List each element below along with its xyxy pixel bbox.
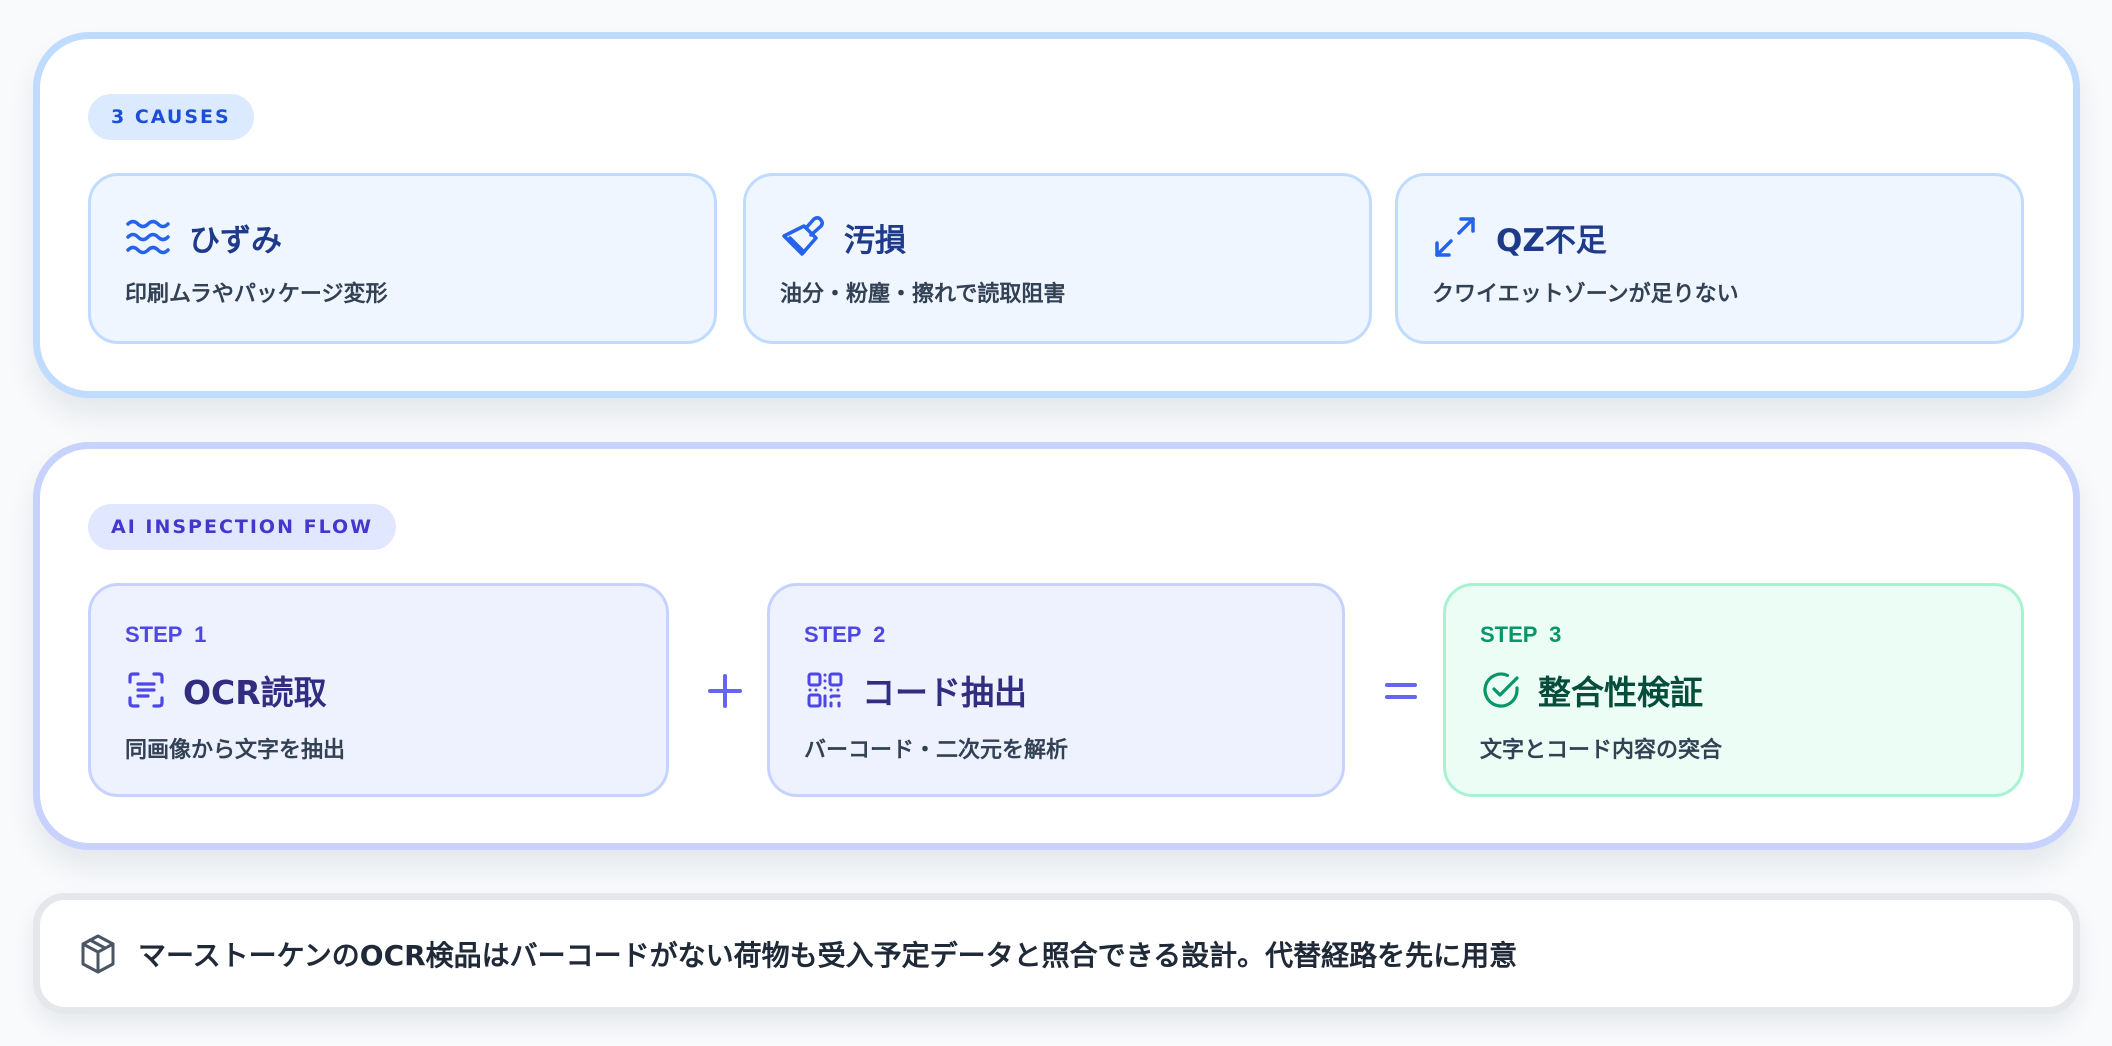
step-label: STEP 2 [804, 622, 886, 647]
cause-card-stain: 汚損 油分・粉塵・擦れで読取阻害 [743, 173, 1372, 344]
cause-title: ひずみ [189, 222, 282, 259]
package-icon [78, 934, 118, 974]
causes-section: 3 CAUSES ひずみ 印刷ムラやパッケージ変形 汚損 [33, 32, 2080, 398]
inspection-flow-section: AI INSPECTION FLOW STEP 1 OCR読取 同画像から文字を… [33, 442, 2080, 850]
cause-title: 汚損 [844, 222, 906, 259]
step-card-ocr: STEP 1 OCR読取 同画像から文字を抽出 [88, 583, 669, 797]
qr-code-icon [804, 669, 846, 711]
step-title: コード抽出 [862, 673, 1027, 712]
cause-title: QZ不足 [1496, 222, 1607, 259]
note-text: マーストーケンのOCR検品はバーコードがない荷物も受入予定データと照合できる設計… [138, 938, 1518, 972]
plus-icon [705, 671, 745, 711]
step-desc: バーコード・二次元を解析 [804, 738, 1069, 763]
scan-text-icon [125, 669, 167, 711]
step-label: STEP 1 [125, 622, 207, 647]
note-bar: マーストーケンのOCR検品はバーコードがない荷物も受入予定データと照合できる設計… [33, 893, 2080, 1014]
flow-badge: AI INSPECTION FLOW [88, 504, 397, 550]
check-circle-icon [1480, 669, 1522, 711]
cause-desc: クワイエットゾーンが足りない [1432, 282, 1739, 307]
paintbrush-icon [780, 214, 826, 260]
step-desc: 文字とコード内容の突合 [1480, 738, 1723, 763]
step-card-verify: STEP 3 整合性検証 文字とコード内容の突合 [1443, 583, 2024, 797]
cause-desc: 油分・粉塵・擦れで読取阻害 [780, 282, 1066, 307]
step-label: STEP 3 [1480, 622, 1562, 647]
causes-badge: 3 CAUSES [88, 94, 254, 140]
cause-desc: 印刷ムラやパッケージ変形 [125, 282, 388, 307]
expand-arrows-icon [1432, 214, 1478, 260]
step-title: 整合性検証 [1538, 673, 1703, 712]
step-card-code-extract: STEP 2 コード抽出 バーコード・二次元を解析 [767, 583, 1345, 797]
cause-card-quiet-zone: QZ不足 クワイエットゾーンが足りない [1395, 173, 2024, 344]
step-title: OCR読取 [183, 673, 327, 712]
waves-icon [125, 214, 171, 260]
step-desc: 同画像から文字を抽出 [125, 738, 346, 763]
cause-card-distortion: ひずみ 印刷ムラやパッケージ変形 [88, 173, 717, 344]
equals-icon [1381, 671, 1421, 711]
